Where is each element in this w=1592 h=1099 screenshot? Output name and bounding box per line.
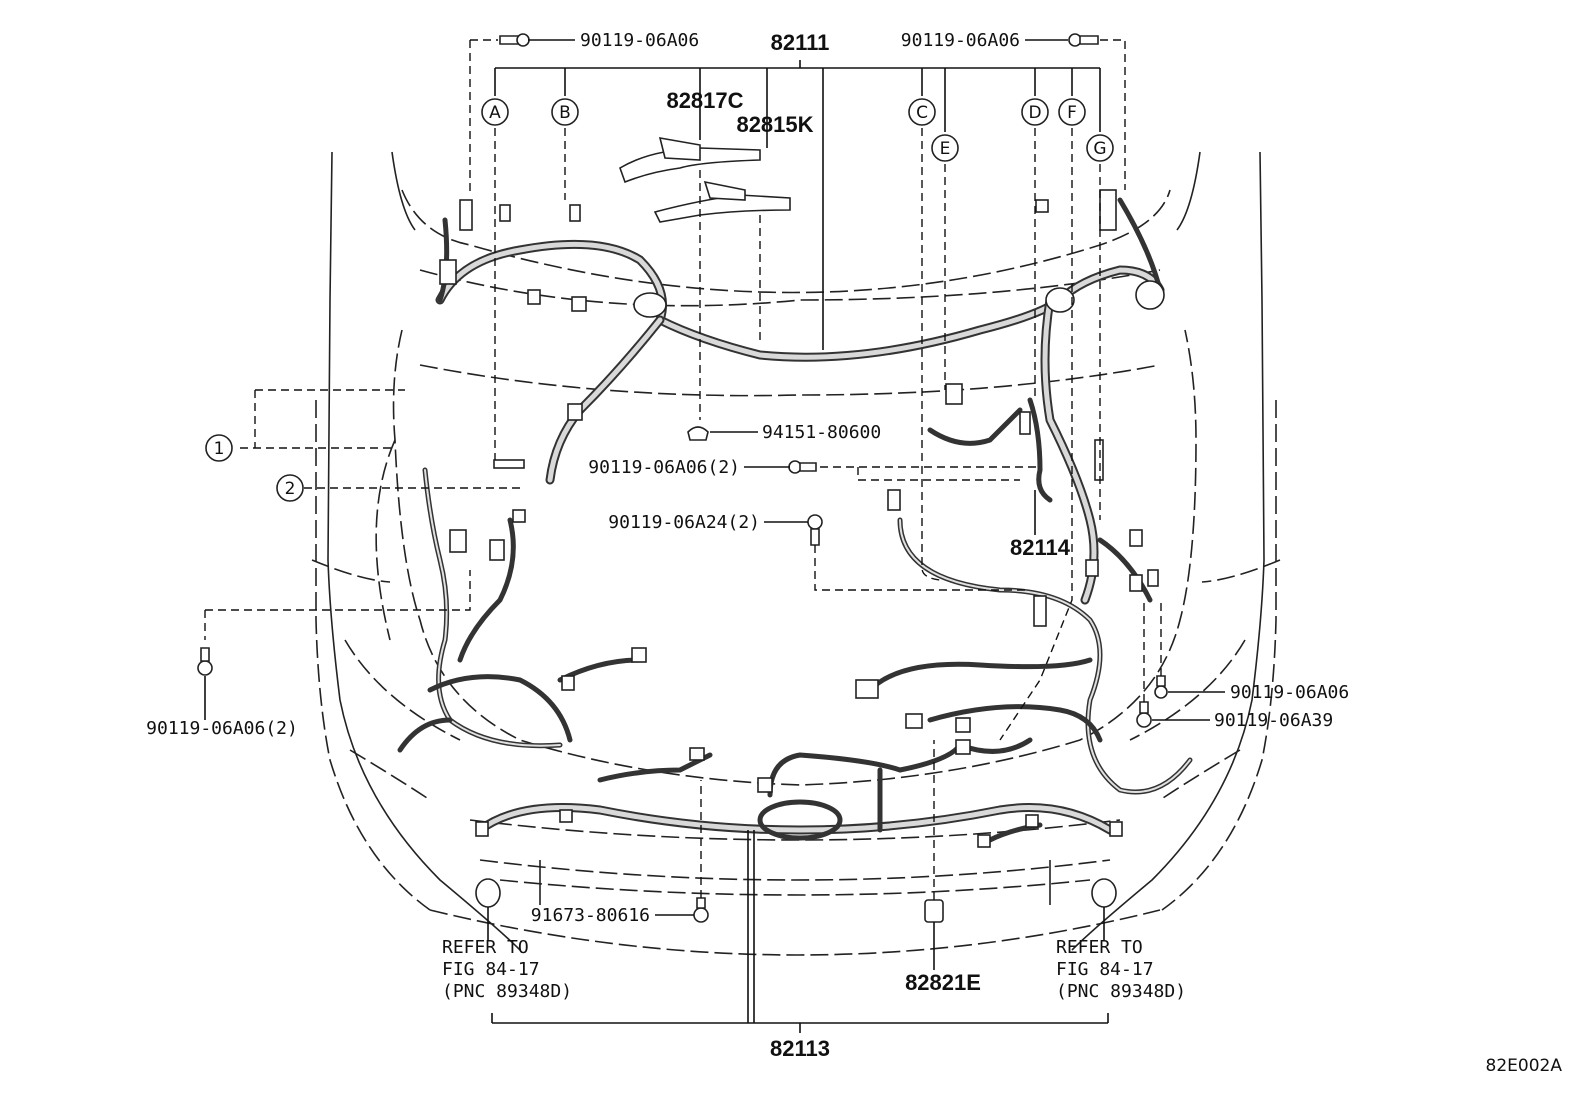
part-labels: 82111 82817C 82815K 90119-06A06 90119-06…	[146, 30, 1349, 1061]
svg-text:A: A	[489, 103, 501, 123]
label-clip-94151: 94151-80600	[762, 422, 881, 443]
label-82113: 82113	[770, 1036, 830, 1061]
label-82111: 82111	[771, 30, 830, 55]
label-82114: 82114	[1010, 535, 1071, 560]
figure-code: 82E002A	[1486, 1056, 1563, 1076]
refer-note-right: REFER TO FIG 84-17 (PNC 89348D)	[1056, 937, 1186, 1002]
svg-text:G: G	[1093, 139, 1106, 159]
svg-text:1: 1	[214, 439, 225, 459]
label-82817c: 82817C	[666, 88, 743, 113]
callout-d: D	[1021, 98, 1049, 126]
refer-note-left: REFER TO FIG 84-17 (PNC 89348D)	[442, 937, 572, 1002]
svg-text:(PNC 89348D): (PNC 89348D)	[442, 981, 572, 1002]
label-bolt-a24: 90119-06A24(2)	[608, 512, 760, 533]
harness-right-side	[867, 397, 1193, 843]
callout-f: F	[1058, 98, 1086, 126]
svg-text:D: D	[1028, 103, 1041, 123]
callout-1: 1	[205, 434, 233, 462]
svg-text:2: 2	[285, 479, 296, 499]
label-bolt-a39: 90119-06A39	[1214, 710, 1333, 731]
leader-lines	[204, 39, 1225, 1033]
svg-text:FIG 84-17: FIG 84-17	[442, 959, 540, 980]
callout-c: C	[908, 98, 936, 126]
svg-text:REFER TO: REFER TO	[1056, 937, 1143, 958]
svg-text:FIG 84-17: FIG 84-17	[1056, 959, 1154, 980]
svg-text:REFER TO: REFER TO	[442, 937, 529, 958]
callout-b: B	[551, 98, 579, 126]
vehicle-body-outline	[311, 151, 1281, 956]
label-bolt-left-x2: 90119-06A06(2)	[146, 718, 298, 739]
label-bolt-lower-right: 90119-06A06	[1230, 682, 1349, 703]
callout-a: A	[481, 98, 509, 126]
svg-text:E: E	[940, 139, 951, 159]
callout-circles: A B C E D F G 1	[205, 98, 1114, 502]
svg-text:C: C	[916, 103, 928, 123]
label-82815k: 82815K	[736, 112, 813, 137]
callout-2: 2	[276, 474, 304, 502]
svg-text:B: B	[559, 103, 571, 123]
connectors	[439, 189, 1165, 848]
svg-text:F: F	[1067, 103, 1077, 123]
label-bolt-top-left: 90119-06A06	[580, 30, 699, 51]
svg-text:(PNC 89348D): (PNC 89348D)	[1056, 981, 1186, 1002]
callout-g: G	[1086, 134, 1114, 162]
label-bolt-center-x2: 90119-06A06(2)	[588, 457, 740, 478]
label-82821e: 82821E	[905, 970, 981, 995]
label-bolt-top-right: 90119-06A06	[901, 30, 1020, 51]
protector-shapes	[619, 136, 791, 223]
label-nut-91673: 91673-80616	[531, 905, 650, 926]
harness-82113	[475, 742, 1115, 841]
callout-e: E	[931, 134, 959, 162]
